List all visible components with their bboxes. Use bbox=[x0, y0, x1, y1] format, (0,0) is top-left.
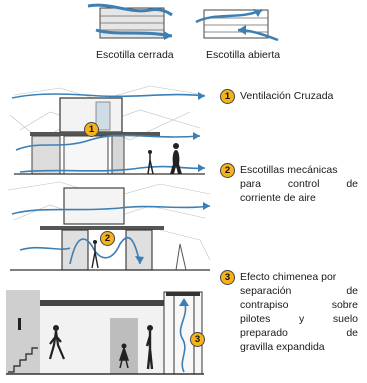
item-description-1: Ventilación Cruzada bbox=[240, 89, 358, 103]
item-2-line-1: Escotillas mecánicas bbox=[240, 164, 338, 176]
item-badge-1: 1 bbox=[220, 89, 235, 104]
item-3-line-1: Efecto chimenea por bbox=[240, 271, 337, 283]
item-1-line-1: Ventilación Cruzada bbox=[240, 90, 334, 102]
item-3-line-5: preparado de bbox=[240, 327, 358, 339]
diagram-badge-3: 3 bbox=[190, 332, 205, 347]
item-2-line-3: corriente de aire bbox=[240, 192, 316, 204]
item-3-line-3: contrapiso sobre bbox=[240, 299, 358, 311]
item-badge-2: 2 bbox=[220, 163, 235, 178]
legend-closed-label: Escotilla cerrada bbox=[96, 49, 174, 61]
diagram-badge-2: 2 bbox=[100, 231, 115, 246]
item-description-3: Efecto chimenea por separación de contra… bbox=[240, 270, 358, 354]
item-2-line-2: para control de bbox=[240, 178, 358, 190]
item-3-line-6: gravilla expandida bbox=[240, 341, 325, 353]
legend-open-label: Escotilla abierta bbox=[206, 49, 281, 61]
diagram-badge-1: 1 bbox=[84, 122, 99, 137]
item-3-line-2: separación de bbox=[240, 285, 358, 297]
item-3-line-4: pilotes y suelo bbox=[240, 313, 358, 325]
item-badge-3: 3 bbox=[220, 270, 235, 285]
item-description-2: Escotillas mecánicas para control de cor… bbox=[240, 163, 358, 205]
